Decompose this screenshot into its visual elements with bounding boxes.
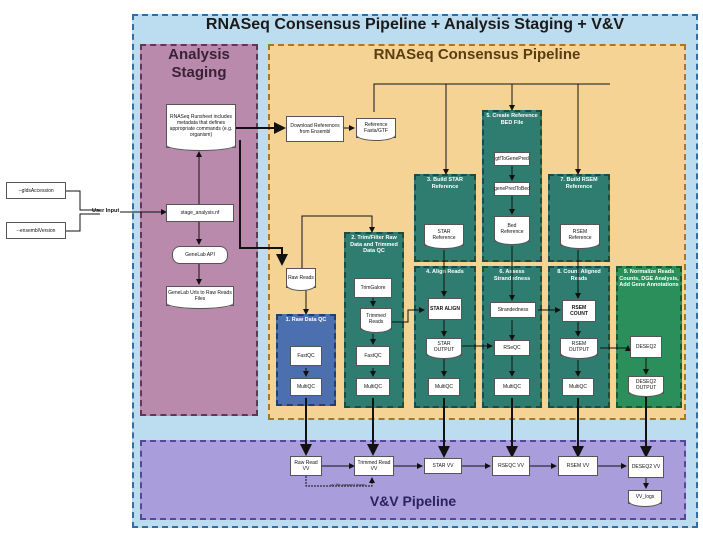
raw-data-qc-title: 1. Raw Data QC: [285, 317, 327, 323]
raw-fastqc-box: FastQC: [290, 346, 322, 366]
rsem-output-doc: RSEM OUTPUT: [560, 338, 598, 359]
count-multiqc-box: MultiQC: [562, 378, 594, 396]
user-input-label: User Input: [92, 208, 120, 214]
raw-reads-doc: Raw Reads: [286, 268, 316, 291]
rsem-vv-box: RSEM VV: [558, 456, 598, 476]
align-title: 4. Align Reads: [426, 269, 464, 275]
download-references-box: Download References from Ensembl: [286, 116, 344, 142]
raw-read-vv-box: Raw Read VV: [290, 456, 322, 476]
genepred-to-bed-box: genePredToBed: [494, 182, 530, 196]
strand-multiqc-box: MultiQC: [494, 378, 530, 396]
ensembl-version-input: --ensemblVersion: [6, 222, 66, 239]
vv-passdown-note: vv file passed down: [330, 482, 366, 487]
stage-analysis-box: stage_analysis.nf: [166, 204, 234, 222]
reference-fasta-doc: Reference Fasta/GTF: [356, 118, 396, 141]
bed-reference-doc: Bed Reference: [494, 216, 530, 245]
gtf-to-genepred-box: gtfToGenePred: [494, 152, 530, 166]
rsem-reference-doc: RSEM Reference: [560, 224, 600, 249]
star-align-box: STAR ALIGN: [428, 298, 462, 320]
star-reference-doc: STAR Reference: [424, 224, 464, 249]
rcp-title: RNASeq Consensus Pipeline: [373, 46, 581, 63]
align-multiqc-box: MultiQC: [428, 378, 460, 396]
trim-fastqc-box: FastQC: [356, 346, 390, 366]
trimmed-read-vv-box: Trimmed Read VV: [354, 456, 394, 476]
star-vv-box: STAR VV: [424, 458, 462, 474]
deseq-title: 9. Normalize Reads Counts, DGE Analysis,…: [619, 269, 679, 288]
trim-multiqc-box: MultiQC: [356, 378, 390, 396]
deseq2-vv-box: DESEQ2 VV: [628, 456, 664, 478]
rseqc-vv-box: RSEQC VV: [492, 456, 530, 476]
star-ref-title: 3. Build STAR Reference: [427, 177, 463, 190]
bed-title: 5. Create Reference BED File: [486, 113, 538, 126]
deseq2-output-doc: DESEQ2 OUTPUT: [628, 376, 664, 397]
genelab-api-box: GeneLab API: [172, 246, 228, 264]
trimmed-reads-doc: Trimmed Reads: [360, 308, 392, 333]
rsem-count-box: RSEM COUNT: [562, 300, 596, 322]
deseq2-box: DESEQ2: [630, 336, 662, 358]
vv-title: V&V Pipeline: [369, 493, 457, 509]
trimgalore-box: TrimGalore: [354, 278, 392, 298]
runsheet-doc: RNASeq Runsheet includes metadata that d…: [166, 104, 236, 151]
glds-accession-input: --gldsAccession: [6, 182, 66, 199]
count-title: 8. Count Aligned Reads: [557, 269, 601, 282]
vv-logs-doc: VV_logs: [628, 490, 662, 507]
rsem-ref-title: 7. Build RSEM Reference: [560, 177, 598, 190]
analysis-staging-title: Analysis Staging: [168, 46, 230, 81]
raw-multiqc-box: MultiQC: [290, 378, 322, 396]
trim-title: 2. Trim/Filter Raw Data and Trimmed Data…: [350, 235, 398, 254]
rseqc-box: RSeQC: [494, 340, 530, 356]
vv-panel: [140, 440, 686, 520]
diagram-title: RNASeq Consensus Pipeline + Analysis Sta…: [205, 16, 625, 33]
strandedness-box: Strandedness: [490, 302, 536, 318]
genelab-urls-doc: GeneLab Urls to Raw Reads Files: [166, 286, 234, 309]
star-output-doc: STAR OUTPUT: [426, 338, 462, 359]
